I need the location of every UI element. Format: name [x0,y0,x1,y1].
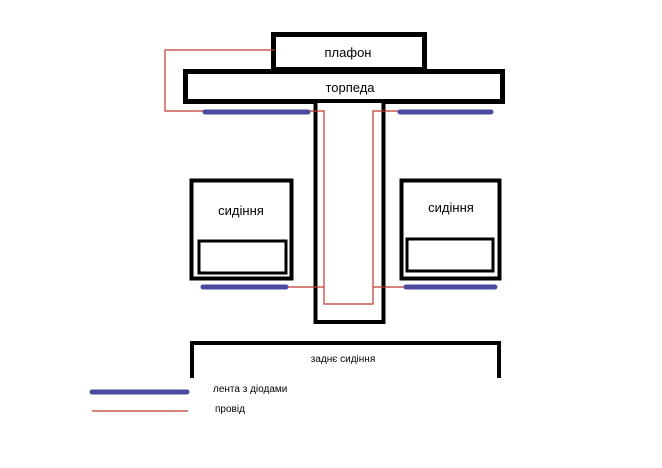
rear-seat-outline [190,341,501,378]
legend-led-label: лента з діодами [213,384,287,395]
plafon-label: плафон [325,45,372,60]
rear-seat-label: заднє сидіння [311,354,376,365]
center-tunnel [313,99,386,324]
legend-wire-label: провід [215,404,245,415]
seat-right-label: сидіння [428,200,474,215]
seat-right-cushion [405,237,495,273]
torpeda-label: торпеда [325,80,375,95]
seat-left-label: сидіння [218,203,264,218]
seat-left-cushion [197,239,288,275]
wire-path [164,49,404,305]
